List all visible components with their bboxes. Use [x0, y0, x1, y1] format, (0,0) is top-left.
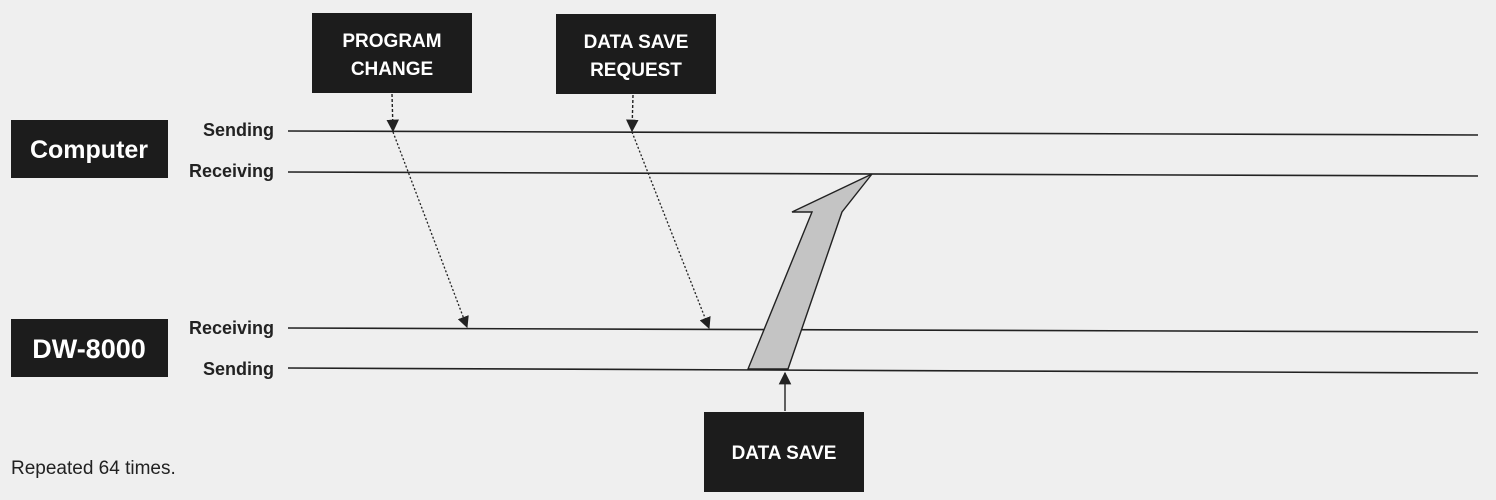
dw8000-device-label: DW-8000: [32, 334, 146, 364]
data-save-request-message-arrow: [631, 131, 711, 330]
dw8000-receiving-line: [287, 327, 1479, 333]
data-save-request-label-line2: REQUEST: [590, 60, 682, 81]
computer-receiving-label: Receiving: [189, 161, 274, 181]
program-change-label-line2: CHANGE: [351, 59, 433, 80]
computer-device-box: Computer: [11, 120, 168, 178]
program-change-connector: [386, 93, 399, 133]
data-save-request-connector: [626, 94, 639, 133]
dw8000-receiving-label: Receiving: [189, 318, 274, 338]
repeat-footnote: Repeated 64 times.: [11, 458, 176, 479]
dw8000-device-box: DW-8000: [11, 319, 168, 377]
program-change-label-line1: PROGRAM: [342, 31, 441, 52]
data-save-request-box: DATA SAVE REQUEST: [556, 14, 716, 94]
dw8000-sending-line: [287, 367, 1479, 374]
computer-sending-line: [287, 130, 1479, 136]
dw8000-sending-label: Sending: [203, 359, 274, 379]
program-change-message-arrow: [392, 131, 469, 329]
computer-receiving-line: [287, 171, 1479, 177]
computer-device-label: Computer: [30, 136, 148, 164]
data-save-request-label-line1: DATA SAVE: [584, 32, 689, 53]
program-change-box: PROGRAM CHANGE: [312, 13, 472, 93]
computer-sending-label: Sending: [203, 120, 274, 140]
data-save-label: DATA SAVE: [732, 443, 837, 464]
data-save-box: DATA SAVE: [704, 412, 864, 492]
data-dump-arrow: [746, 173, 873, 370]
